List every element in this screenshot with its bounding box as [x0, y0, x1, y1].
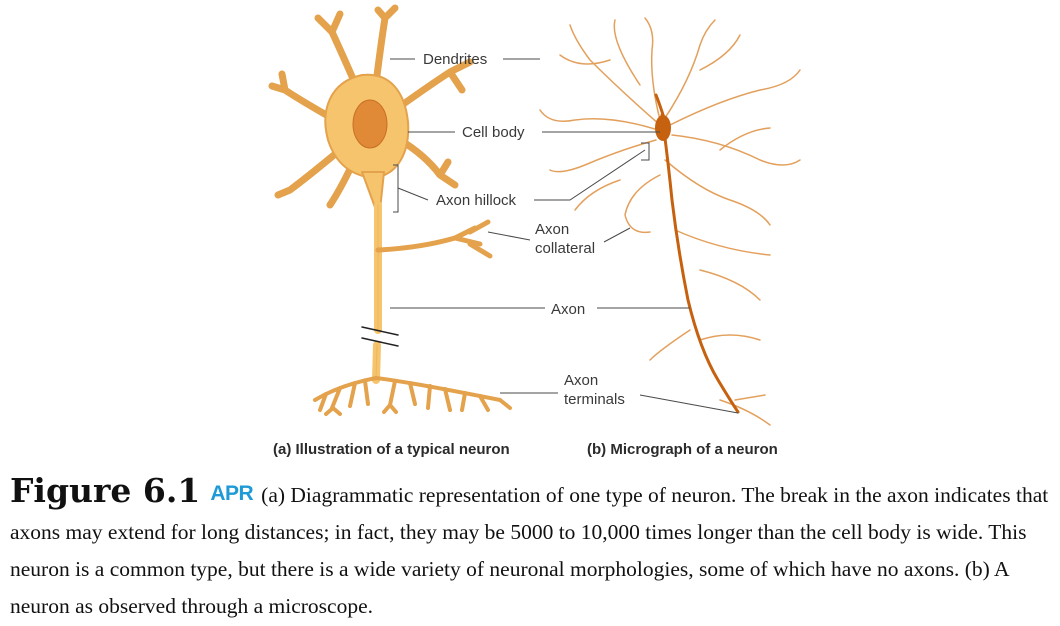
label-axon-collateral-group: Axon collateral [487, 221, 631, 257]
neuron-dendrites [268, 4, 474, 209]
label-axon-terminals-line1: Axon [564, 372, 598, 389]
caption-text: (a) Diagrammatic representation of one t… [10, 483, 1049, 618]
label-axon-collateral-line2: collateral [535, 240, 595, 257]
neuron-axon-terminals [313, 376, 512, 416]
micrograph-neuron [539, 17, 801, 426]
label-axon-group: Axon [390, 301, 690, 318]
neuron-figure: Dendrites Cell body Axon hillock Axon co… [268, 4, 801, 458]
apr-badge-icon[interactable]: APR [210, 482, 254, 505]
label-cell-body-group: Cell body [408, 124, 660, 141]
neuron-nucleus [352, 99, 388, 149]
label-cell-body: Cell body [462, 124, 525, 141]
label-axon-hillock: Axon hillock [436, 192, 517, 209]
label-dendrites-group: Dendrites [390, 51, 540, 68]
label-axon-hillock-group: Axon hillock [393, 142, 650, 213]
figure-caption: Figure 6.1 APR(a) Diagrammatic representa… [10, 472, 1056, 625]
label-axon: Axon [551, 301, 585, 318]
illustrated-neuron [268, 4, 512, 416]
axon-break-marks [361, 326, 399, 347]
label-axon-terminals-line2: terminals [564, 391, 625, 408]
panel-b-label: (b) Micrograph of a neuron [587, 441, 778, 458]
figure-number: Figure 6.1 [10, 471, 201, 510]
label-dendrites: Dendrites [423, 51, 487, 68]
micrograph-cell-body [655, 115, 671, 141]
neuron-axon [372, 201, 382, 384]
label-axon-collateral-line1: Axon [535, 221, 569, 238]
neuron-axon-collateral [375, 219, 493, 259]
label-axon-terminals-group: Axon terminals [500, 372, 739, 414]
panel-a-label: (a) Illustration of a typical neuron [273, 441, 510, 458]
